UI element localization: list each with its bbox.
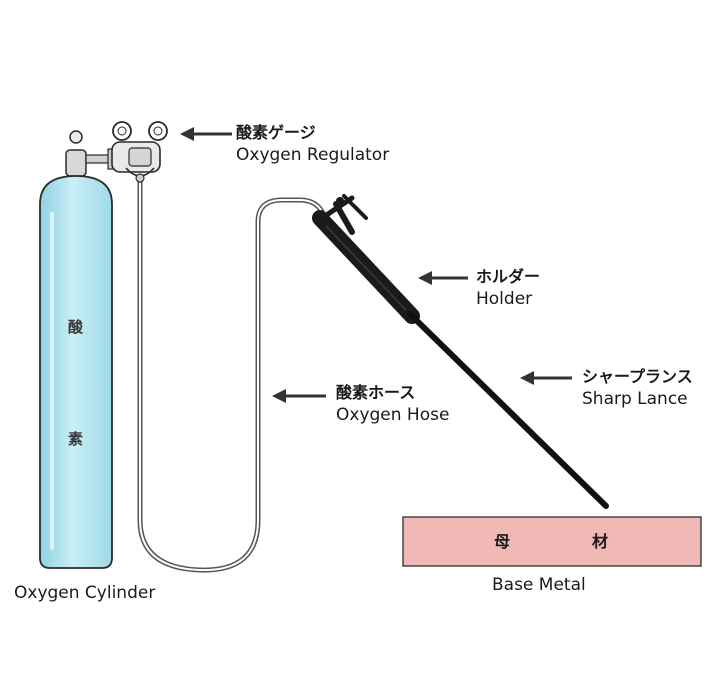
base-metal-caption: Base Metal: [492, 575, 586, 595]
lance-label-jp: シャープランス: [582, 367, 693, 386]
holder-label-en: Holder: [476, 289, 533, 309]
cylinder-char-2: 素: [68, 430, 84, 448]
regulator-label-jp: 酸素ゲージ: [236, 123, 316, 142]
left-arrow-icon: [272, 389, 326, 403]
oxygen-hose-highlight: [139, 177, 325, 572]
hose-label-en: Oxygen Hose: [336, 405, 450, 425]
cylinder-caption: Oxygen Cylinder: [14, 583, 156, 603]
left-arrow-icon: [520, 371, 572, 385]
sharp-lance: [407, 311, 609, 509]
lance-label-en: Sharp Lance: [582, 389, 688, 409]
oxygen-hose: [137, 175, 327, 573]
oxygen-cylinder: [39, 175, 113, 569]
base-metal-char-1: 母: [494, 532, 511, 551]
cylinder-valve: [65, 130, 116, 177]
base-metal-char-2: 材: [592, 532, 609, 551]
oxygen-regulator: [111, 121, 168, 183]
lance-holder: [312, 194, 420, 324]
cylinder-char-1: 酸: [68, 318, 84, 336]
base-metal-block: [402, 516, 702, 567]
hose-label-jp: 酸素ホース: [336, 383, 416, 402]
regulator-label-en: Oxygen Regulator: [236, 145, 390, 165]
left-arrow-icon: [180, 127, 232, 141]
left-arrow-icon: [418, 271, 468, 285]
holder-label-jp: ホルダー: [476, 267, 541, 286]
